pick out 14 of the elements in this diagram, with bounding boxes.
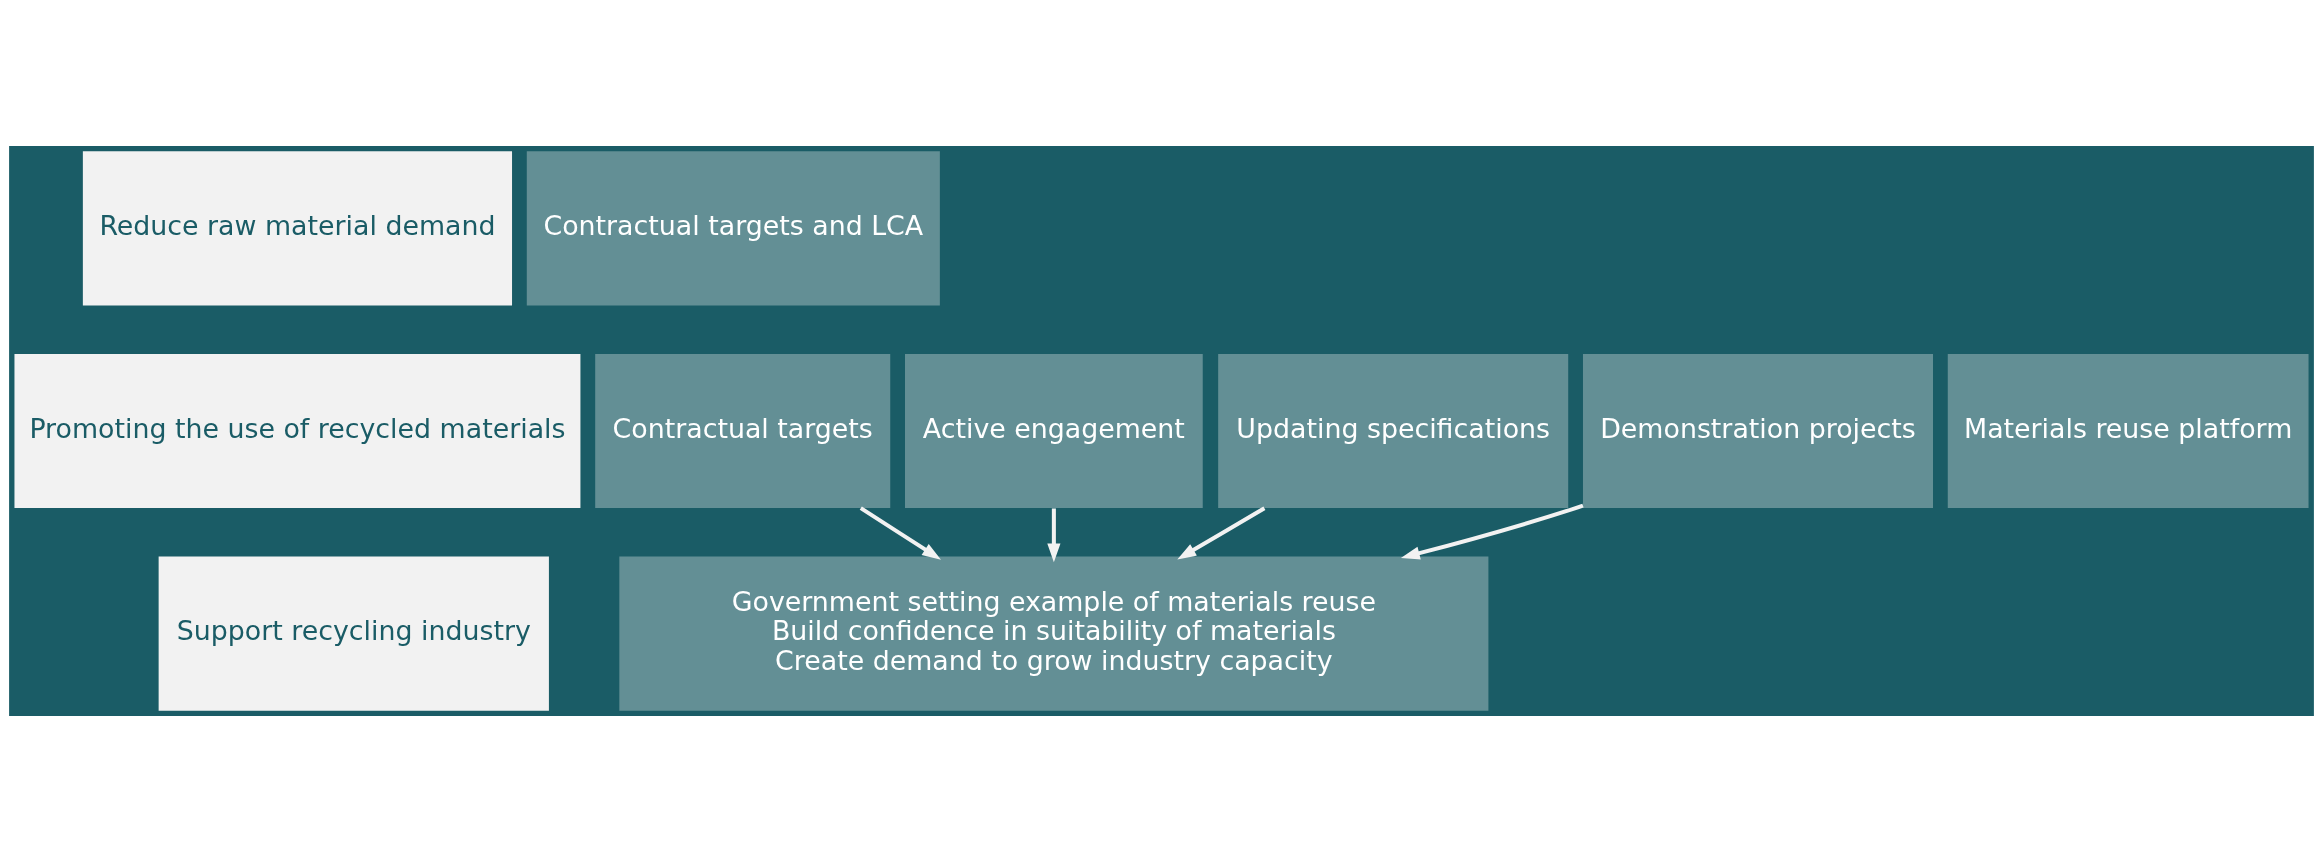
node-box: Promoting the use of recycled materials xyxy=(14,353,581,509)
node-box: Support recycling industry xyxy=(158,556,549,711)
node-box: Contractual targets and LCA xyxy=(526,151,940,306)
node-box: Contractual targets xyxy=(595,353,891,509)
arrow xyxy=(1047,508,1061,563)
arrow xyxy=(1177,506,1266,560)
node-box: Government setting example of materials reuse Build confidence in suitability of materials Create demand to grow industry capacity xyxy=(619,556,1489,711)
node-box: Demonstration projects xyxy=(1582,353,1933,509)
node-box: Updating specifications xyxy=(1218,353,1569,509)
node-box: Active engagement xyxy=(905,353,1203,509)
arrow xyxy=(859,506,941,560)
node-box: Reduce raw material demand xyxy=(82,151,513,306)
node-box: Materials reuse platform xyxy=(1947,353,2309,509)
arrow xyxy=(1400,503,1584,560)
